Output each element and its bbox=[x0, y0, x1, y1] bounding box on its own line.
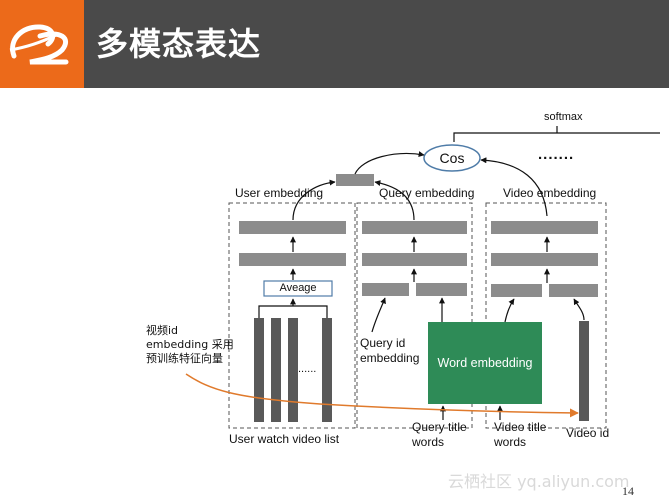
user-query-concat-block bbox=[336, 174, 374, 186]
query-title-label: Query title bbox=[412, 420, 467, 434]
video-embedding-label: Video embedding bbox=[503, 186, 597, 200]
query-id-label: Query id bbox=[360, 336, 406, 350]
user-watch-label: User watch video list bbox=[229, 432, 340, 446]
arrow-video-to-cos bbox=[480, 157, 548, 217]
user-layer-3 bbox=[239, 221, 346, 234]
video-id-column bbox=[579, 321, 589, 421]
note-line: 视频id bbox=[146, 324, 179, 337]
video-title-label: Video title bbox=[494, 420, 547, 434]
watch-video-column bbox=[254, 318, 264, 422]
arrow-concat-to-cos bbox=[354, 151, 425, 175]
arrow-query-to-concat bbox=[374, 180, 415, 221]
query-embedding-label: Query embedding bbox=[379, 186, 475, 200]
pretrained-note: 视频id embedding 采用 预训练特征向量 bbox=[146, 324, 234, 366]
video-layer-2 bbox=[491, 253, 598, 266]
watch-video-column bbox=[288, 318, 298, 422]
note-line: 预训练特征向量 bbox=[146, 352, 223, 365]
query-tower-box bbox=[356, 202, 473, 429]
arrow-query-id-in bbox=[371, 297, 386, 333]
video-id-embedding-block bbox=[549, 284, 598, 297]
video-tower-box bbox=[485, 202, 607, 429]
page-number: 14 bbox=[622, 484, 634, 498]
columns-to-average-bracket bbox=[258, 299, 328, 318]
page-title: 多模态表达 bbox=[96, 25, 262, 63]
video-title-label-2: words bbox=[494, 435, 527, 449]
user-tower-box bbox=[228, 202, 356, 429]
query-title-label-2: words bbox=[412, 435, 445, 449]
arrow-word-to-video bbox=[504, 298, 515, 323]
word-embedding-block bbox=[428, 322, 542, 404]
annotation-arrow bbox=[185, 373, 579, 418]
cos-node bbox=[423, 144, 481, 172]
watermark: 云栖社区 yq.aliyun.com bbox=[448, 472, 630, 491]
video-word-embedding-block bbox=[491, 284, 542, 297]
watch-video-column bbox=[271, 318, 281, 422]
video-id-label: Video id bbox=[566, 426, 610, 440]
watch-video-column bbox=[322, 318, 332, 422]
note-line: embedding 采用 bbox=[146, 338, 234, 351]
query-id-embedding-block bbox=[362, 283, 409, 296]
alibaba-logo-icon bbox=[9, 24, 69, 65]
ellipsis-top: ....... bbox=[538, 146, 575, 163]
slide-header: 多模态表达 bbox=[0, 0, 669, 88]
query-layer-2 bbox=[362, 253, 467, 266]
arrow-video-id-in bbox=[573, 298, 585, 321]
query-word-embedding-block bbox=[416, 283, 467, 296]
arrow-user-to-concat bbox=[292, 179, 336, 221]
user-layer-2 bbox=[239, 253, 346, 266]
word-embedding-label: Word embedding bbox=[437, 356, 533, 370]
query-id-label-2: embedding bbox=[360, 351, 420, 365]
video-layer-3 bbox=[491, 221, 598, 234]
ellipsis-mid: ...... bbox=[298, 363, 317, 375]
query-layer-3 bbox=[362, 221, 467, 234]
cos-label: Cos bbox=[439, 150, 465, 166]
average-label: Aveage bbox=[279, 282, 317, 294]
softmax-label: softmax bbox=[544, 111, 583, 123]
softmax-bracket bbox=[453, 126, 660, 142]
logo-box bbox=[0, 0, 84, 88]
user-embedding-label: User embedding bbox=[235, 186, 324, 200]
